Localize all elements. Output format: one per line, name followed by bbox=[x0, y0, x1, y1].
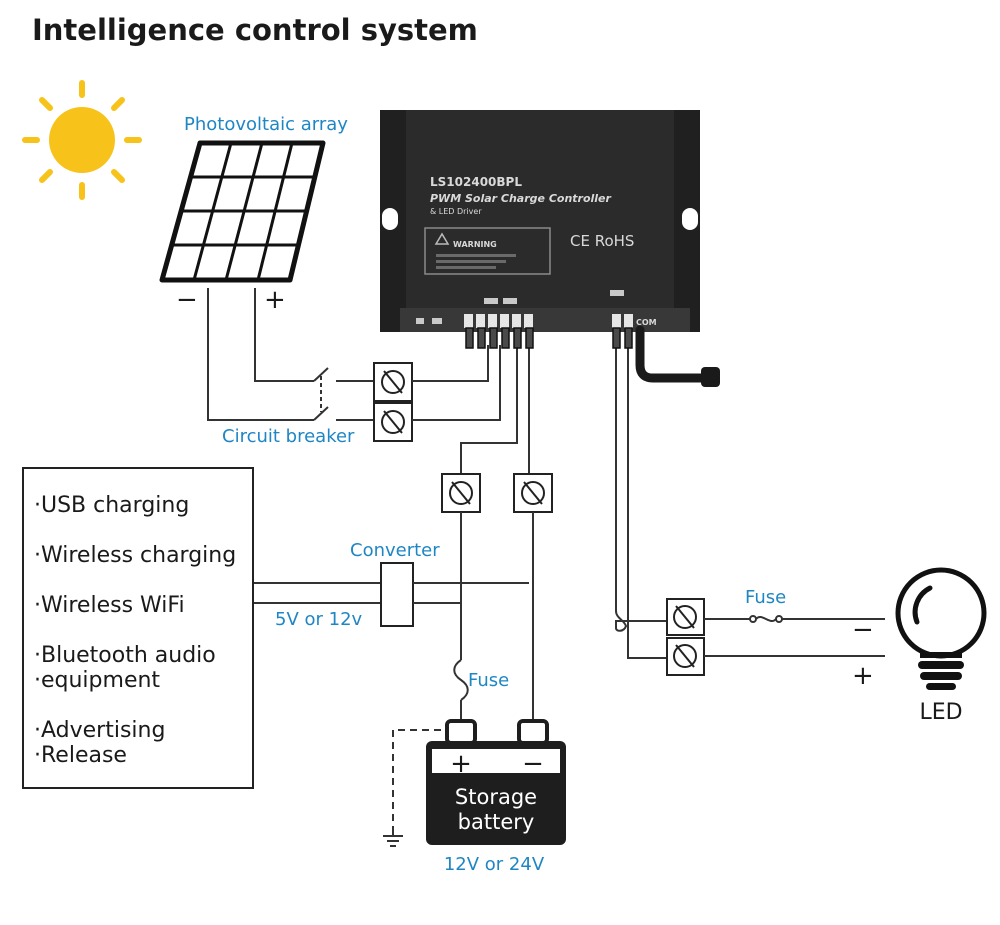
circuit-breaker-switch bbox=[313, 367, 374, 421]
controller-lead-wires bbox=[465, 327, 633, 349]
sun-icon bbox=[22, 80, 142, 200]
converter-label: Converter bbox=[350, 540, 440, 561]
controller-cert: CE RoHS bbox=[570, 232, 634, 250]
controller-model: LS102400BPL bbox=[430, 175, 522, 189]
load-minus-from-controller-wire bbox=[615, 345, 667, 632]
load-plus-from-controller-wire bbox=[627, 345, 667, 659]
charge-controller bbox=[380, 110, 720, 387]
battery-fuse-icon bbox=[453, 659, 469, 701]
controller-warning: WARNING bbox=[453, 240, 497, 249]
ground-icon bbox=[383, 830, 403, 847]
solar-panel-icon bbox=[159, 140, 326, 283]
battery-plus-sign: + bbox=[450, 749, 472, 779]
battery-voltage-label: 12V or 24V bbox=[444, 854, 545, 875]
mount-hole-right bbox=[682, 208, 698, 230]
pv-negative-wire bbox=[207, 288, 314, 421]
warning-icon bbox=[434, 232, 450, 245]
device-item-advertising: ·Advertising bbox=[34, 718, 165, 743]
load-terminal-top bbox=[666, 598, 705, 636]
device-item-wireless-charging: ·Wireless charging bbox=[34, 543, 236, 568]
controller-port-com: COM bbox=[636, 318, 657, 327]
device-item-release: ·Release bbox=[34, 743, 127, 768]
controller-subtitle: PWM Solar Charge Controller bbox=[430, 192, 612, 205]
battery-minus-sign: − bbox=[522, 749, 544, 779]
diagram-title: Intelligence control system bbox=[32, 13, 478, 47]
circuit-breaker-label: Circuit breaker bbox=[222, 426, 355, 447]
breaker-to-pv-minus-wire bbox=[412, 345, 501, 421]
warning-panel bbox=[424, 227, 551, 275]
battery-minus-terminal bbox=[513, 473, 553, 513]
battery-name-line2: battery bbox=[458, 810, 535, 834]
breaker-terminal-bottom bbox=[373, 402, 413, 442]
battery-plus-terminal bbox=[441, 473, 481, 513]
converter-box bbox=[380, 562, 414, 627]
breaker-to-pv-plus-wire bbox=[412, 345, 489, 382]
led-bulb-icon bbox=[895, 567, 987, 690]
device-item-bluetooth-2: ·equipment bbox=[34, 668, 160, 693]
sensor-cable bbox=[635, 325, 713, 383]
pv-array-label: Photovoltaic array bbox=[184, 114, 348, 135]
ground-wire bbox=[392, 729, 441, 830]
mount-hole-left bbox=[382, 208, 398, 230]
sensor-connector bbox=[701, 367, 720, 387]
pv-minus-sign: − bbox=[176, 285, 198, 315]
pv-plus-sign: + bbox=[264, 285, 286, 315]
battery-icon bbox=[426, 719, 566, 845]
led-minus-sign: − bbox=[852, 615, 874, 645]
converter-output-label: 5V or 12v bbox=[275, 609, 363, 630]
battery-fuse-label: Fuse bbox=[468, 670, 509, 691]
pv-positive-wire bbox=[254, 288, 314, 382]
controller-batt-plus-wire bbox=[460, 345, 518, 474]
device-item-usb: ·USB charging bbox=[34, 493, 189, 518]
led-label: LED bbox=[919, 700, 962, 725]
load-fuse-label: Fuse bbox=[745, 587, 786, 608]
controller-subtitle-2: & LED Driver bbox=[430, 207, 482, 216]
led-plus-sign: + bbox=[852, 661, 874, 691]
device-item-wifi: ·Wireless WiFi bbox=[34, 593, 185, 618]
load-fuse-icon bbox=[749, 615, 783, 623]
breaker-terminal-top bbox=[373, 362, 413, 402]
device-list-box bbox=[22, 467, 254, 789]
device-item-bluetooth: ·Bluetooth audio bbox=[34, 643, 216, 668]
load-terminal-bottom bbox=[666, 637, 705, 676]
battery-name-line1: Storage bbox=[455, 785, 537, 809]
